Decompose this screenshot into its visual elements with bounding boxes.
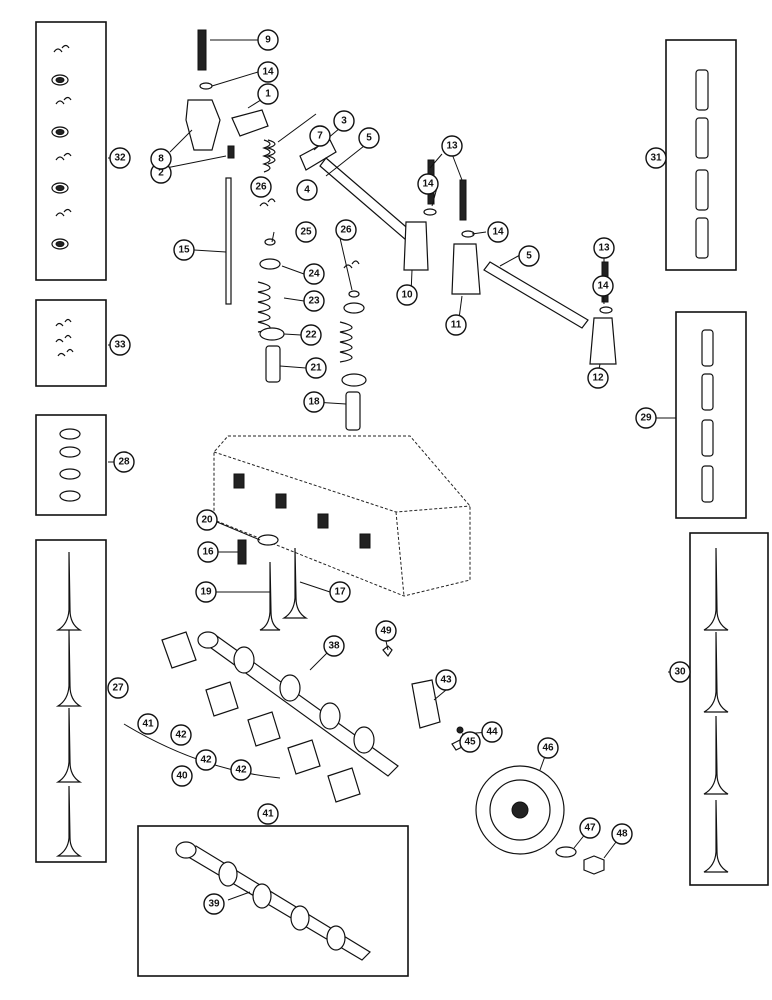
callout-label: 11 — [451, 320, 462, 331]
callout-label: 33 — [114, 340, 126, 351]
callout-label: 40 — [176, 771, 188, 782]
callout-label: 13 — [446, 141, 458, 152]
callout-label: 42 — [235, 765, 247, 776]
callouts: 1 2 3 4 5 5 7 8 9 10 11 12 13 13 14 14 1… — [107, 29, 691, 915]
kit-box-27 — [35, 539, 107, 863]
kit-box-28 — [35, 414, 107, 516]
callout-label: 13 — [598, 243, 610, 254]
callout-label: 38 — [328, 641, 340, 652]
callout-label: 14 — [492, 227, 504, 238]
callout-label: 49 — [380, 626, 392, 637]
callout-label: 9 — [265, 35, 271, 46]
callout-label: 7 — [317, 131, 323, 142]
callout-label: 26 — [255, 182, 267, 193]
callout-label: 24 — [308, 269, 320, 280]
callout-label: 41 — [262, 809, 274, 820]
callout-label: 44 — [486, 727, 498, 738]
cylinder-head — [213, 435, 471, 631]
leader-lines — [108, 39, 690, 901]
callout-label: 31 — [650, 153, 662, 164]
callout-label: 1 — [265, 89, 271, 100]
callout-label: 15 — [178, 245, 190, 256]
callout-label: 19 — [200, 587, 212, 598]
callout-label: 39 — [208, 899, 220, 910]
kit-box-39 — [137, 825, 409, 977]
callout-label: 25 — [300, 227, 312, 238]
callout-label: 29 — [640, 413, 652, 424]
callout-label: 14 — [422, 179, 434, 190]
callout-label: 48 — [616, 829, 628, 840]
callout-label: 42 — [175, 730, 187, 741]
callout-label: 3 — [341, 116, 347, 127]
callout-label: 45 — [464, 737, 476, 748]
kit-box-31 — [665, 39, 737, 271]
callout-label: 21 — [310, 363, 322, 374]
callout-label: 27 — [112, 683, 124, 694]
callout-label: 10 — [401, 290, 413, 301]
callout-label: 32 — [114, 153, 126, 164]
callout-label: 23 — [308, 296, 320, 307]
callout-label: 2 — [158, 168, 164, 179]
callout-label: 20 — [201, 515, 213, 526]
callout-label: 14 — [262, 67, 274, 78]
callout-label: 5 — [366, 133, 372, 144]
callout-label: 42 — [200, 755, 212, 766]
callout-label: 16 — [202, 547, 214, 558]
callout-label: 12 — [592, 373, 604, 384]
callout-label: 43 — [440, 675, 452, 686]
kit-box-30 — [689, 532, 769, 886]
callout-label: 18 — [308, 397, 320, 408]
kit-box-29 — [675, 311, 747, 519]
callout-label: 22 — [305, 330, 317, 341]
kit-box-32 — [35, 21, 107, 281]
valve-train — [257, 198, 367, 431]
rocker-assembly — [185, 29, 617, 365]
callout-label: 14 — [597, 281, 609, 292]
callout-label: 41 — [142, 719, 154, 730]
callout-label: 26 — [340, 225, 352, 236]
callout-label: 4 — [304, 185, 310, 196]
callout-label: 5 — [526, 251, 532, 262]
kit-box-33 — [35, 299, 107, 387]
callout-label: 46 — [542, 743, 554, 754]
callout-label: 47 — [584, 823, 596, 834]
callout-label: 8 — [158, 154, 164, 165]
camshaft-assembly — [123, 631, 605, 875]
callout-label: 17 — [334, 587, 346, 598]
callout-label: 28 — [118, 457, 130, 468]
callout-label: 30 — [674, 667, 686, 678]
